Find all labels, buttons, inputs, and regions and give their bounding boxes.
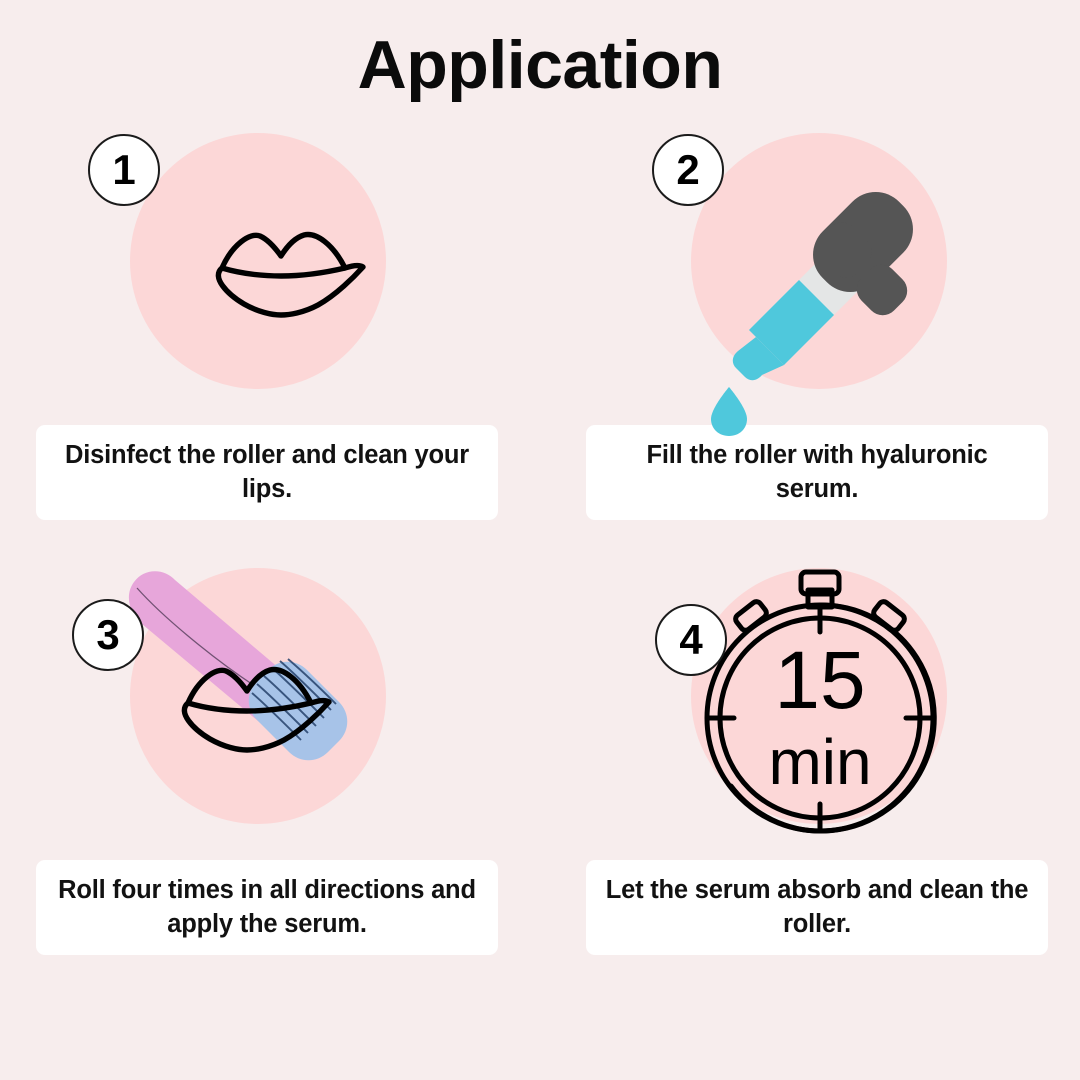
step-2-caption: Fill the roller with hyaluronic serum. xyxy=(646,440,988,503)
step-number-1: 1 xyxy=(112,146,136,193)
step-number-badge-1: 1 xyxy=(88,134,160,206)
step-card-2: 2 Fill the roller with hyaluronic serum. xyxy=(586,125,1048,525)
step-2-plate xyxy=(691,133,947,389)
step-3-caption-card: Roll four times in all directions and ap… xyxy=(36,860,498,955)
step-1-caption: Disinfect the roller and clean your lips… xyxy=(65,440,469,503)
step-card-1: 1 Disinfect the roller and clean your li… xyxy=(36,125,498,525)
step-4-plate xyxy=(691,568,947,824)
step-3-caption: Roll four times in all directions and ap… xyxy=(58,875,476,938)
step-4-caption-card: Let the serum absorb and clean the rolle… xyxy=(586,860,1048,955)
step-3-plate xyxy=(130,568,386,824)
step-number-2: 2 xyxy=(676,146,700,193)
step-number-4: 4 xyxy=(679,616,703,663)
step-2-caption-card: Fill the roller with hyaluronic serum. xyxy=(586,425,1048,520)
step-number-3: 3 xyxy=(96,611,120,658)
step-4-caption: Let the serum absorb and clean the rolle… xyxy=(605,875,1029,938)
step-1-plate xyxy=(130,133,386,389)
step-card-4: 15 min 4 Let the serum absorb and clean … xyxy=(586,560,1048,960)
step-number-badge-3: 3 xyxy=(72,599,144,671)
step-number-badge-4: 4 xyxy=(655,604,727,676)
step-1-caption-card: Disinfect the roller and clean your lips… xyxy=(36,425,498,520)
step-card-3: 3 Roll four times in all directions and … xyxy=(36,560,498,960)
step-number-badge-2: 2 xyxy=(652,134,724,206)
page-title: Application xyxy=(357,27,723,103)
